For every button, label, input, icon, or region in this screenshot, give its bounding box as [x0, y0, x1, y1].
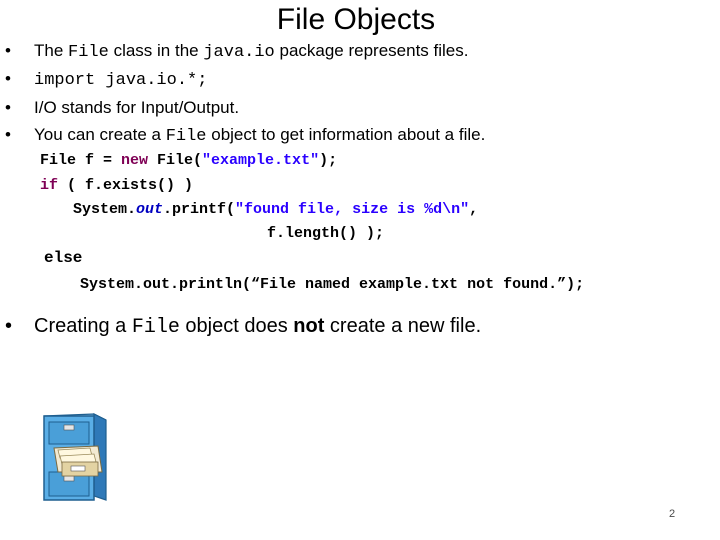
bullet-glyph: • — [5, 41, 11, 60]
bullet-text: Creating a — [34, 315, 132, 337]
code-text: .printf( — [163, 201, 236, 218]
code-text: ( f.exists() ) — [58, 177, 194, 194]
bullet-3: • I/O stands for Input/Output. — [5, 97, 239, 119]
bullet-2: • import java.io.*; — [5, 68, 207, 92]
code-text: File f = — [40, 152, 122, 169]
code-line: File f = new File("example.txt"); — [40, 151, 337, 171]
bullet-text: class in the — [108, 41, 204, 60]
code-line: if ( f.exists() ) — [40, 176, 193, 196]
bullet-text: object does — [179, 315, 294, 337]
bullet-5: • Creating a File object does not create … — [5, 313, 481, 341]
code-field: out — [136, 201, 164, 218]
bullet-text: The — [34, 41, 69, 60]
bullet-4: • You can create a File object to get inf… — [5, 124, 485, 148]
code-text: File( — [148, 152, 203, 169]
emphasis-text: not — [293, 315, 325, 337]
slide-title: File Objects — [276, 3, 436, 36]
code-keyword: new — [121, 152, 149, 169]
code-string: "found file, size is %d\n" — [235, 201, 470, 218]
code-line: f.length() ); — [267, 225, 385, 242]
code-term: java.io — [203, 43, 275, 62]
bullet-text: You can create a — [34, 125, 166, 144]
bullet-text: create a new file. — [324, 315, 482, 337]
bullet-text: package represents files. — [274, 41, 469, 60]
page-number: 2 — [668, 508, 676, 520]
code-keyword: if — [40, 177, 59, 194]
file-cabinet-icon — [43, 413, 107, 501]
bullet-glyph: • — [5, 69, 11, 88]
code-line: else — [44, 249, 83, 267]
code-term: File — [165, 127, 207, 146]
bullet-glyph: • — [5, 125, 11, 144]
code-term: File — [131, 316, 180, 339]
bullet-glyph: • — [5, 98, 11, 117]
code-text: , — [469, 201, 479, 218]
bullet-glyph: • — [5, 315, 13, 337]
bullet-1: • The File class in the java.io package r… — [5, 40, 468, 64]
code-line: System.out.println(“File named example.t… — [80, 276, 585, 293]
bullet-text: I/O stands for Input/Output. — [34, 98, 240, 117]
code-line: System.out.printf("found file, size is %… — [73, 200, 478, 220]
code-text: ); — [319, 152, 338, 169]
code-term: import java.io.*; — [34, 71, 208, 90]
code-string: "example.txt" — [202, 152, 320, 169]
bullet-text: object to get information about a file. — [206, 125, 486, 144]
code-term: File — [68, 43, 109, 62]
code-text: System. — [73, 201, 137, 218]
